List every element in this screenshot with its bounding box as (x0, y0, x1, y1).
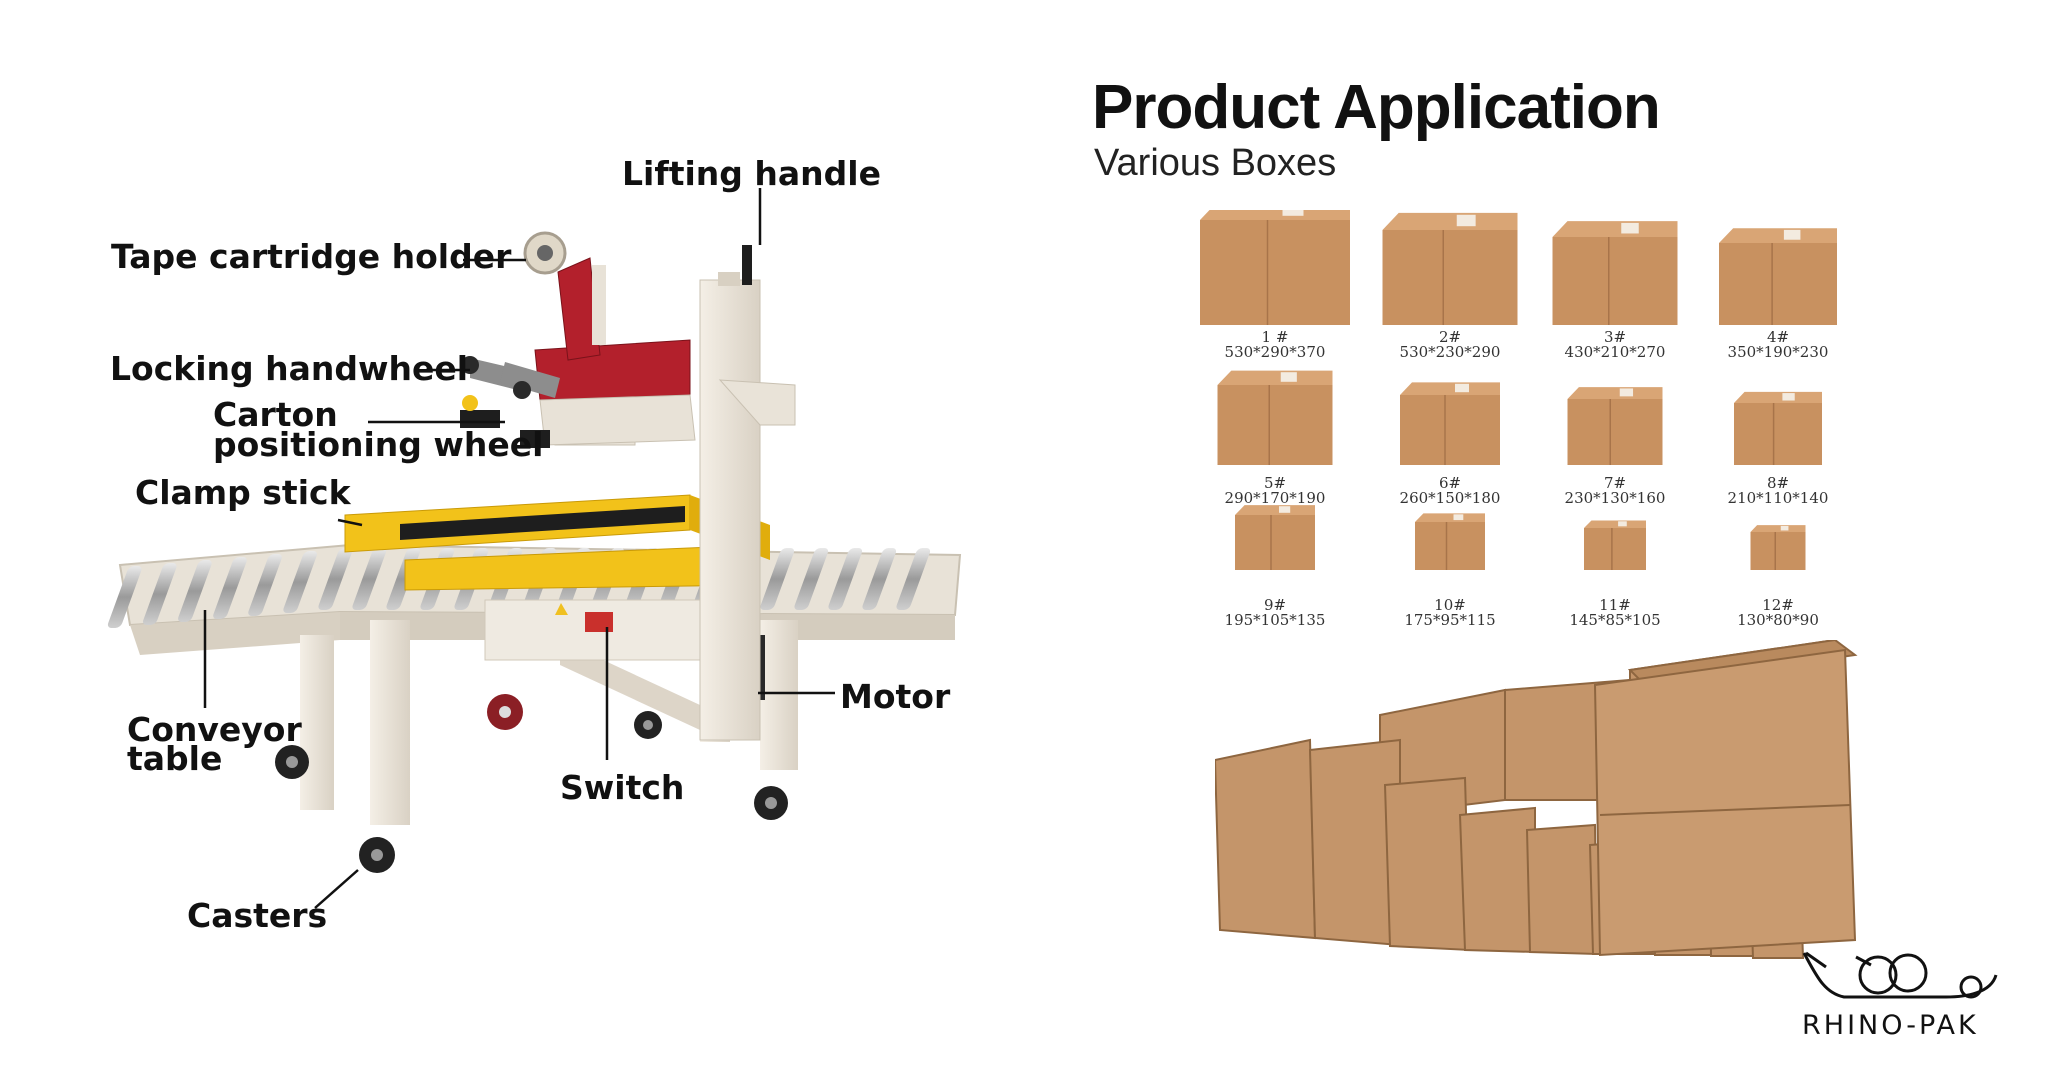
label-carton-line1: Carton (213, 395, 338, 434)
label-locking-handwheel: Locking handwheel (110, 349, 469, 388)
box-dimensions: 195*105*135 (1224, 611, 1326, 629)
box-caption: 5#290*170*190 (1185, 476, 1365, 506)
box-icon (1382, 212, 1518, 325)
box-caption: 12#130*80*90 (1688, 598, 1868, 628)
box-number: 10# (1434, 596, 1466, 614)
conveyor-roller (283, 551, 317, 613)
conveyor-roller (794, 548, 829, 610)
box-caption: 4#350*190*230 (1688, 330, 1868, 360)
box-icon (1734, 391, 1822, 465)
conveyor-roller (213, 557, 247, 619)
box-dimensions: 230*130*160 (1564, 489, 1666, 507)
box-dimensions: 530*290*370 (1224, 343, 1326, 361)
leader-lines (203, 188, 835, 909)
conveyor-roller (862, 548, 897, 610)
box-dimensions: 145*85*105 (1569, 611, 1661, 629)
box-icon (1584, 520, 1646, 570)
box-dimensions: 175*95*115 (1404, 611, 1496, 629)
box-icon (1217, 370, 1333, 465)
brand-name: RHINO-PAK (1802, 1010, 1979, 1041)
box-dimensions: 430*210*270 (1564, 343, 1666, 361)
box-dimensions: 290*170*190 (1224, 489, 1326, 507)
box-icon (1567, 387, 1663, 465)
caster-wheels (275, 694, 788, 873)
conveyor-roller (107, 566, 142, 628)
box-icon (1750, 525, 1806, 570)
conveyor-roller (760, 548, 795, 610)
box-caption: 6#260*150*180 (1360, 476, 1540, 506)
box-dimensions: 530*230*290 (1399, 343, 1501, 361)
conveyor-roller (318, 548, 353, 610)
box-icon (1200, 210, 1350, 325)
box-number: 11# (1599, 596, 1631, 614)
box-dimensions: 260*150*180 (1399, 489, 1501, 507)
switch-body (585, 612, 613, 632)
box-caption: 1 #530*290*370 (1185, 330, 1365, 360)
tape-head (460, 231, 696, 448)
box-caption: 10#175*95*115 (1360, 598, 1540, 628)
carton-sealer-machine-image (107, 188, 962, 909)
box-number: 8# (1766, 474, 1790, 492)
box-caption: 11#145*85*105 (1525, 598, 1705, 628)
conveyor-roller (143, 563, 177, 625)
page-title: Product Application (1092, 73, 1661, 142)
box-dimensions: 350*190*230 (1727, 343, 1829, 361)
box-number: 7# (1603, 474, 1627, 492)
label-casters: Casters (187, 896, 328, 935)
box-icon (1235, 505, 1315, 570)
box-icon (1552, 221, 1678, 325)
box-dimensions: 210*110*140 (1727, 489, 1829, 507)
label-lifting-handle: Lifting handle (622, 154, 881, 193)
box-caption: 2#530*230*290 (1360, 330, 1540, 360)
box-caption: 9#195*105*135 (1185, 598, 1365, 628)
conveyor-roller (352, 548, 387, 610)
label-clamp-stick: Clamp stick (135, 473, 351, 512)
conveyor-roller (828, 548, 863, 610)
rhino-logo-icon (1802, 951, 1998, 999)
box-number: 3# (1603, 328, 1627, 346)
box-number: 4# (1766, 328, 1790, 346)
box-icon (1400, 382, 1500, 465)
stacked-boxes-image (1215, 640, 1858, 959)
box-caption: 3#430*210*270 (1525, 330, 1705, 360)
label-conveyor-line2: table (127, 739, 223, 778)
label-tape-cartridge-holder: Tape cartridge holder (111, 237, 512, 276)
label-motor: Motor (840, 677, 951, 716)
box-number: 12# (1762, 596, 1794, 614)
box-number: 6# (1438, 474, 1462, 492)
conveyor-roller (248, 554, 282, 616)
box-number: 9# (1263, 596, 1287, 614)
lifting-handle-knob (742, 245, 752, 285)
conveyor-roller (178, 560, 212, 622)
box-caption: 7#230*130*160 (1525, 476, 1705, 506)
conveyor-roller (896, 548, 931, 610)
label-conveyor-line1: Conveyor (127, 710, 302, 749)
box-icon (1415, 513, 1485, 570)
label-switch: Switch (560, 768, 685, 807)
box-size-grid (1200, 210, 1837, 570)
label-carton-line2: positioning wheel (213, 425, 544, 464)
box-number: 5# (1263, 474, 1287, 492)
box-dimensions: 130*80*90 (1737, 611, 1819, 629)
box-number: 1 # (1261, 328, 1289, 346)
box-number: 2# (1438, 328, 1462, 346)
page-subtitle: Various Boxes (1094, 142, 1337, 184)
box-icon (1719, 228, 1837, 325)
box-caption: 8#210*110*140 (1688, 476, 1868, 506)
